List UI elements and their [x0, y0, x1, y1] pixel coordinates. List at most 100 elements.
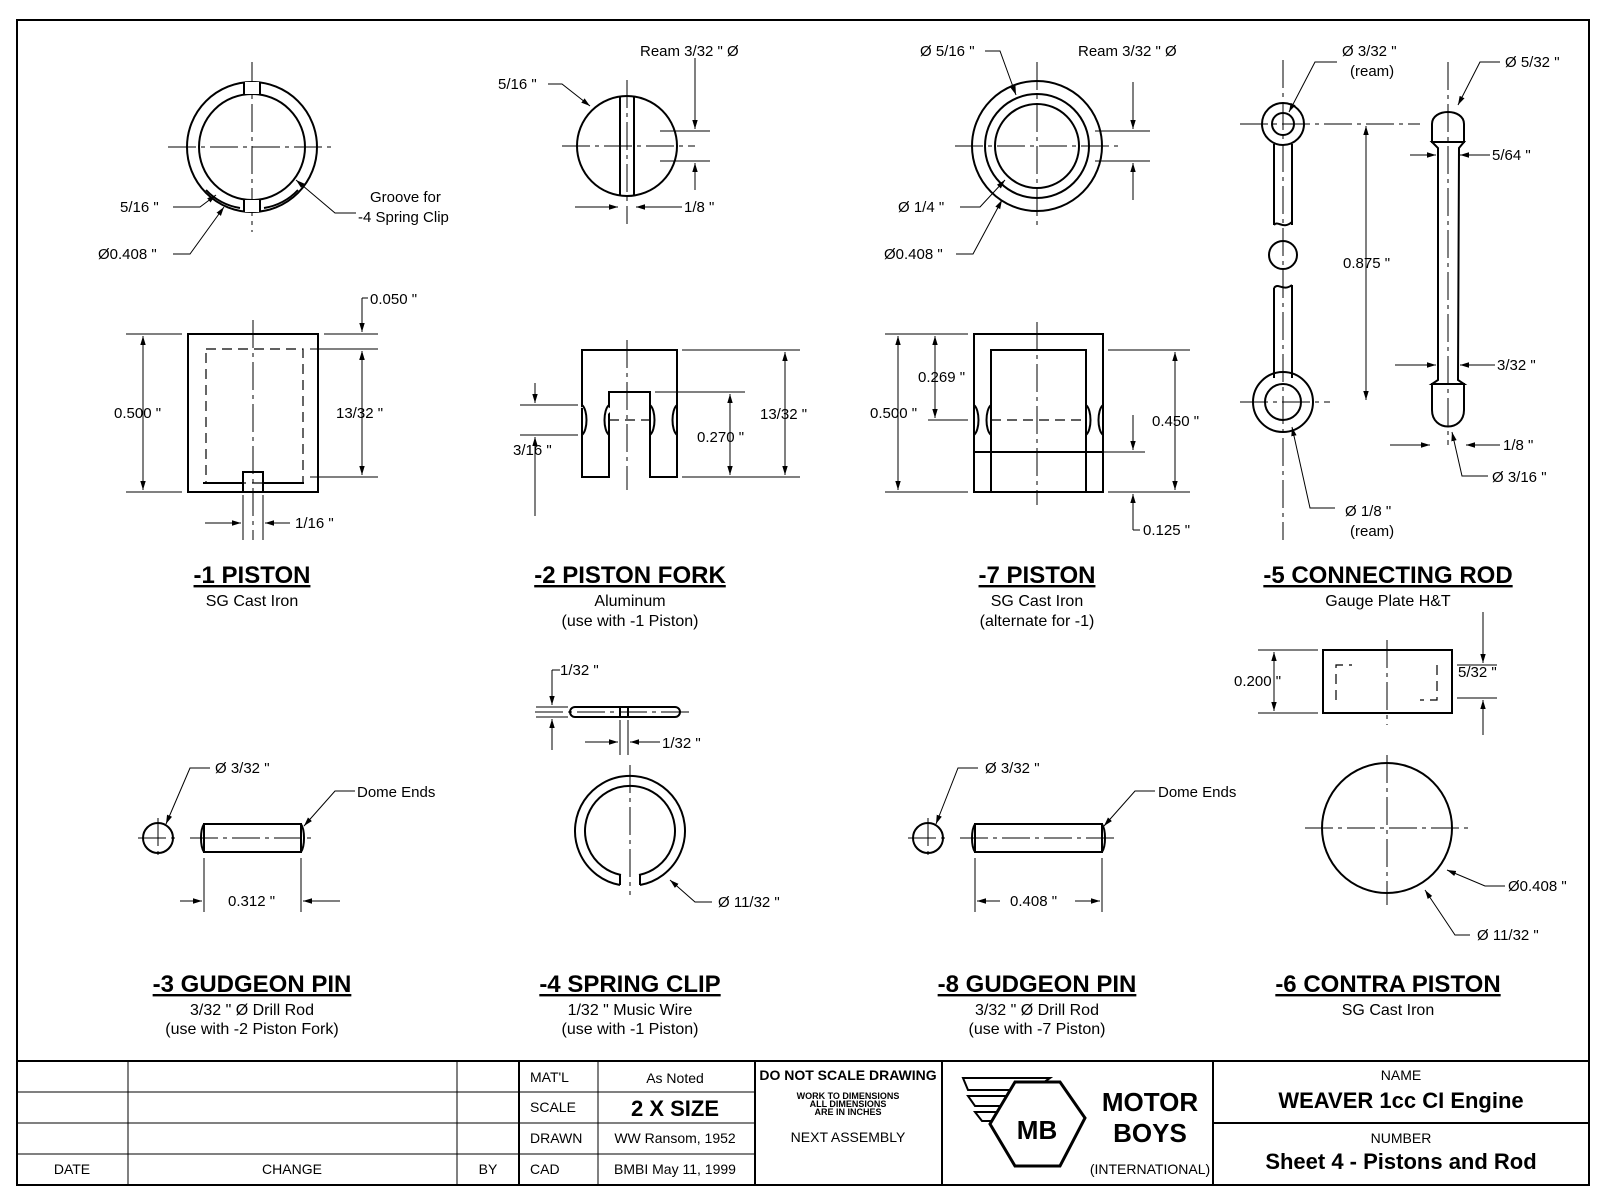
- part-title: -6 CONTRA PISTON: [1275, 971, 1500, 998]
- dim-text: Ø 1/8 ": [1345, 503, 1391, 520]
- part-6-contra-piston: 0.200 " 5/32 " Ø0.408 " Ø 11/32 ": [1234, 612, 1567, 944]
- part-note: (use with -2 Piston Fork): [165, 1021, 338, 1038]
- part-1-piston: 5/16 " Ø0.408 " Groove for -4 Spring Cli…: [98, 62, 449, 540]
- dim-text: Ø 3/32 ": [985, 760, 1040, 777]
- dim-text: Ø 3/16 ": [1492, 469, 1547, 486]
- dim-text: Ø0.408 ": [884, 246, 943, 263]
- part-material: Aluminum: [594, 593, 665, 610]
- date-label: DATE: [54, 1161, 90, 1177]
- part-title: -8 GUDGEON PIN: [938, 971, 1137, 998]
- drawn-value: WW Ransom, 1952: [614, 1130, 736, 1146]
- part-7-piston: Ream 3/32 " Ø Ø 5/16 " Ø 1/4 " Ø0.408 " …: [870, 43, 1199, 539]
- dim-text: Ø 11/32 ": [1477, 927, 1539, 944]
- dim-text: 0.408 ": [1010, 893, 1057, 910]
- company-name-line1: MOTOR: [1102, 1087, 1199, 1117]
- matl-label: MAT'L: [530, 1069, 569, 1085]
- part-material: SG Cast Iron: [1342, 1002, 1434, 1019]
- part-title: -2 PISTON FORK: [534, 562, 726, 589]
- dim-text: 0.312 ": [228, 893, 275, 910]
- logo-letters: MB: [1017, 1115, 1057, 1145]
- name-label: NAME: [1381, 1067, 1421, 1083]
- dim-text: 0.875 ": [1343, 255, 1390, 272]
- dim-text: (ream): [1350, 523, 1394, 540]
- dim-text: 5/16 ": [120, 199, 159, 216]
- dim-text: 0.269 ": [918, 369, 965, 386]
- dim-text: 13/32 ": [760, 406, 807, 423]
- do-not-scale: DO NOT SCALE DRAWING: [759, 1067, 936, 1083]
- dim-text: 0.050 ": [370, 291, 417, 308]
- dim-text: Ø 1/4 ": [898, 199, 944, 216]
- scale-value: 2 X SIZE: [631, 1096, 719, 1121]
- number-label: NUMBER: [1371, 1130, 1432, 1146]
- sheet-border: [16, 19, 1590, 1186]
- part-2-piston-fork: Ream 3/32 " Ø 5/16 " 1/8 " 3/16 " 0.270 …: [498, 43, 807, 516]
- dim-text: 3/16 ": [513, 442, 552, 459]
- dim-text: 1/32 ": [560, 662, 599, 679]
- dim-text: 0.270 ": [697, 429, 744, 446]
- part-material: 1/32 " Music Wire: [568, 1002, 693, 1019]
- drawing-number: Sheet 4 - Pistons and Rod: [1265, 1149, 1536, 1174]
- dim-text: (ream): [1350, 63, 1394, 80]
- part-material: Gauge Plate H&T: [1325, 593, 1451, 610]
- drawn-label: DRAWN: [530, 1130, 582, 1146]
- part-title: -1 PISTON: [194, 562, 311, 589]
- part-note: (use with -1 Piston): [562, 1021, 699, 1038]
- dim-text: Ø 5/32 ": [1505, 54, 1560, 71]
- dim-text: Dome Ends: [357, 784, 435, 801]
- part-3-gudgeon-pin: Ø 3/32 " Dome Ends 0.312 ": [138, 760, 435, 912]
- cad-label: CAD: [530, 1161, 560, 1177]
- part-4-spring-clip: 1/32 " 1/32 " Ø 11/32 ": [535, 662, 780, 911]
- scale-label: SCALE: [530, 1099, 576, 1115]
- part-title: -4 SPRING CLIP: [539, 971, 720, 998]
- part-note: (use with -7 Piston): [969, 1021, 1106, 1038]
- dim-text: Ø 11/32 ": [718, 894, 780, 911]
- dim-text: -4 Spring Clip: [358, 209, 449, 226]
- part-material: 3/32 " Ø Drill Rod: [975, 1002, 1099, 1019]
- dim-text: 5/32 ": [1458, 664, 1497, 681]
- dim-text: Ream 3/32 " Ø: [1078, 43, 1177, 60]
- dim-text: Groove for: [370, 189, 441, 206]
- dim-text: 5/64 ": [1492, 147, 1531, 164]
- part-note: (alternate for -1): [980, 613, 1095, 630]
- dim-text: 5/16 ": [498, 76, 537, 93]
- work-note-3: ARE IN INCHES: [814, 1107, 881, 1117]
- dim-text: 0.450 ": [1152, 413, 1199, 430]
- dim-text: 1/8 ": [684, 199, 714, 216]
- change-label: CHANGE: [262, 1161, 322, 1177]
- part-5-connecting-rod: Ø 3/32 " (ream) Ø 1/8 " (ream) 0.875 " Ø…: [1240, 43, 1560, 540]
- dim-text: Ream 3/32 " Ø: [640, 43, 739, 60]
- company-logo: MB: [961, 1077, 1087, 1168]
- drawing-name: WEAVER 1cc CI Engine: [1278, 1088, 1523, 1113]
- company-name-line2: BOYS: [1113, 1118, 1187, 1148]
- dim-text: 0.500 ": [870, 405, 917, 422]
- dim-text: Dome Ends: [1158, 784, 1236, 801]
- part-title: -7 PISTON: [979, 562, 1096, 589]
- company-name-line3: (INTERNATIONAL): [1090, 1161, 1210, 1177]
- part-title: -3 GUDGEON PIN: [153, 971, 352, 998]
- dim-text: Ø 3/32 ": [1342, 43, 1397, 60]
- next-assembly-label: NEXT ASSEMBLY: [791, 1129, 906, 1145]
- work-note-2: ALL DIMENSIONS: [810, 1099, 887, 1109]
- dim-text: 1/32 ": [662, 735, 701, 752]
- dim-text: Ø0.408 ": [1508, 878, 1567, 895]
- dim-text: 1/16 ": [295, 515, 334, 532]
- dim-text: 1/8 ": [1503, 437, 1533, 454]
- title-block: DATE CHANGE BY MAT'L As Noted SCALE 2 X …: [17, 1060, 1589, 1185]
- cad-value: BMBI May 11, 1999: [614, 1161, 736, 1177]
- part-material: SG Cast Iron: [991, 593, 1083, 610]
- part-8-gudgeon-pin: Ø 3/32 " Dome Ends 0.408 ": [908, 760, 1236, 912]
- dim-text: Ø 5/16 ": [920, 43, 975, 60]
- dim-text: Ø 3/32 ": [215, 760, 270, 777]
- dim-text: 0.500 ": [114, 405, 161, 422]
- matl-value: As Noted: [646, 1070, 704, 1086]
- part-title: -5 CONNECTING ROD: [1263, 562, 1512, 589]
- by-label: BY: [479, 1161, 498, 1177]
- dim-text: 13/32 ": [336, 405, 383, 422]
- dim-text: 0.200 ": [1234, 673, 1281, 690]
- part-note: (use with -1 Piston): [562, 613, 699, 630]
- part-material: 3/32 " Ø Drill Rod: [190, 1002, 314, 1019]
- dim-text: 0.125 ": [1143, 522, 1190, 539]
- part-material: SG Cast Iron: [206, 593, 298, 610]
- work-note-1: WORK TO DIMENSIONS: [797, 1091, 900, 1101]
